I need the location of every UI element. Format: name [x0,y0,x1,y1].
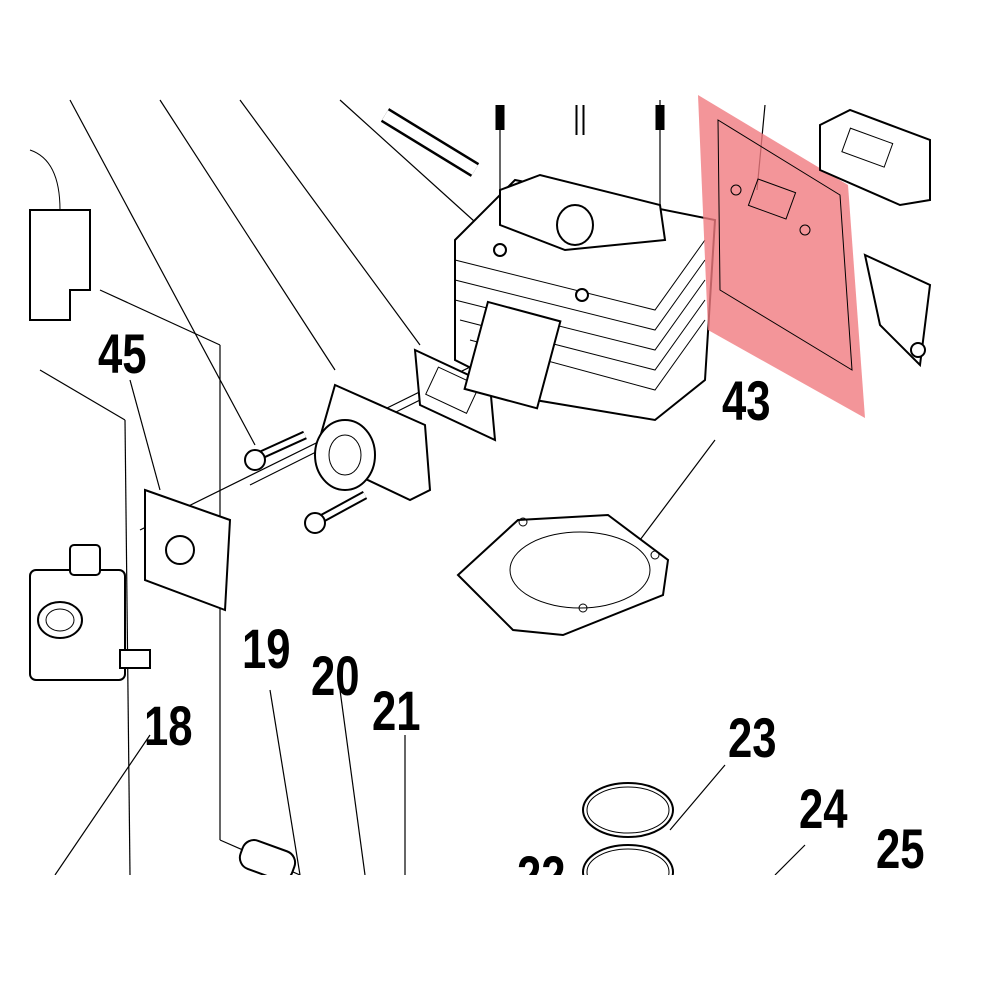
label-19: 19 [242,618,291,680]
muffler [819,108,932,368]
cylinder-base-gasket [456,513,670,637]
label-22: 22 [517,845,566,907]
spark-plug [380,108,480,177]
cylinder [454,173,717,422]
label-45: 45 [98,323,147,385]
label-23: 23 [728,707,777,769]
label-20: 20 [311,645,360,707]
piston-rings [582,782,674,875]
carburetor [29,149,151,681]
intake-manifold [313,383,432,502]
label-25: 25 [876,818,925,880]
label-21: 21 [372,680,421,742]
label-18: 18 [144,695,193,757]
manifold-gasket [413,348,497,442]
label-43: 43 [722,370,771,432]
part-labels: 45 43 19 20 21 18 23 24 25 22 [98,323,925,907]
piston-pin [238,839,297,875]
screws [244,105,665,534]
exhaust-gasket-highlighted [698,95,865,418]
label-24: 24 [799,778,848,840]
